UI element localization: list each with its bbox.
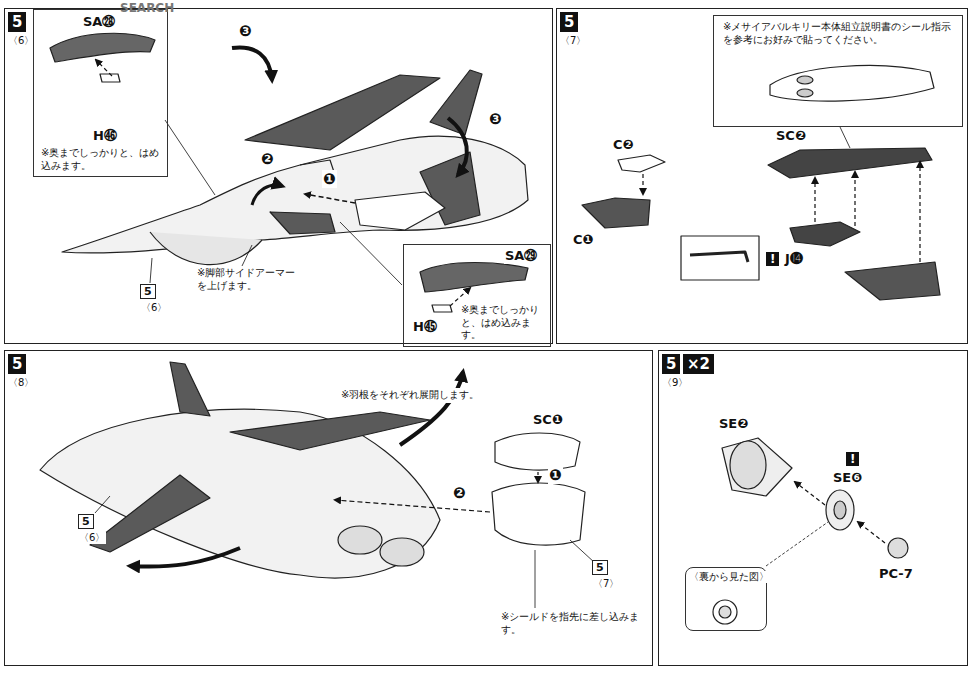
reference-sub: 〈6〉: [78, 532, 106, 544]
detail-inset: SA㉘ H㊻ ※奥までしっかりと、はめ込みます。: [33, 9, 168, 177]
detail-inset: SA㉙ H㊺ ※奥までしっかりと、はめ込みます。: [403, 244, 551, 347]
part-name: PC-7: [878, 566, 914, 582]
watermark: SEARCH: [120, 1, 174, 15]
note-text: ※メサイアバルキリー本体組立説明書のシール指示を参考にお好みで貼ってください。: [722, 20, 956, 47]
note-text: ※脚部サイドアーマーを上げます。: [196, 266, 298, 293]
step-panel: 5 〈9〉 ×2 〈裏から見た図〉: [658, 350, 968, 666]
step-number: 5: [8, 354, 26, 374]
step-panel: 5 〈7〉 ※メサイアバルキリー本体組立説明書のシール指示を参考にお好みで貼ってくだ…: [556, 8, 968, 344]
part-name: H㊺: [412, 319, 438, 335]
part-name: J⓮: [784, 251, 804, 267]
sub-label: 〈裏から見た図〉: [688, 571, 770, 583]
note-text: ※奥までしっかりと、はめ込みます。: [460, 303, 550, 343]
sub-label: 〈6〉: [7, 35, 35, 47]
step-number: ❶: [548, 466, 563, 484]
note-text: ※シールドを指先に差し込みます。: [500, 610, 647, 637]
part-name: SE❻: [832, 470, 863, 486]
step-number: ❷: [260, 150, 275, 168]
step-number: ❶: [322, 170, 337, 188]
reference-box: 5: [78, 514, 94, 529]
note-text: ※奥までしっかりと、はめ込みます。: [40, 146, 164, 173]
part-name: SC❶: [532, 412, 564, 428]
step-number: ×2: [683, 354, 714, 374]
part-name: H㊻: [92, 128, 118, 144]
part-name: SE❷: [718, 416, 749, 432]
part-name: SA㉘: [82, 14, 116, 30]
step-number: ❸: [238, 22, 253, 40]
reference-sub: 〈7〉: [592, 578, 620, 590]
back-view-box: 〈裏から見た図〉: [685, 567, 767, 631]
part-name: SC❷: [775, 128, 807, 144]
sub-label: 〈9〉: [661, 377, 689, 389]
caution-mark: !: [846, 452, 859, 466]
sub-label: 〈8〉: [7, 377, 35, 389]
part-name: SA㉙: [504, 248, 538, 264]
step-number: 5: [8, 12, 26, 32]
sub-label: 〈7〉: [559, 35, 587, 47]
step-number: 5: [560, 12, 578, 32]
note-text: ※羽根をそれぞれ展開します。: [340, 388, 480, 403]
reference-box: 5: [592, 560, 608, 575]
reference-sub: 〈6〉: [140, 302, 168, 314]
reference-box: 5: [140, 284, 156, 299]
step-number: 5: [662, 354, 680, 374]
step-number: ❷: [452, 484, 467, 502]
part-name: C❷: [612, 137, 635, 153]
step-panel: 5 〈6〉 SA㉘ H㊻ ※奥までしっかりと、はめ込みます。 SA㉙ H㊺ ※奥までしっかりと…: [4, 8, 553, 344]
part-name: C❶: [572, 232, 595, 248]
step-number: ❸: [488, 110, 503, 128]
sticker-note-box: ※メサイアバルキリー本体組立説明書のシール指示を参考にお好みで貼ってください。: [713, 15, 963, 127]
caution-mark: !: [766, 252, 779, 266]
